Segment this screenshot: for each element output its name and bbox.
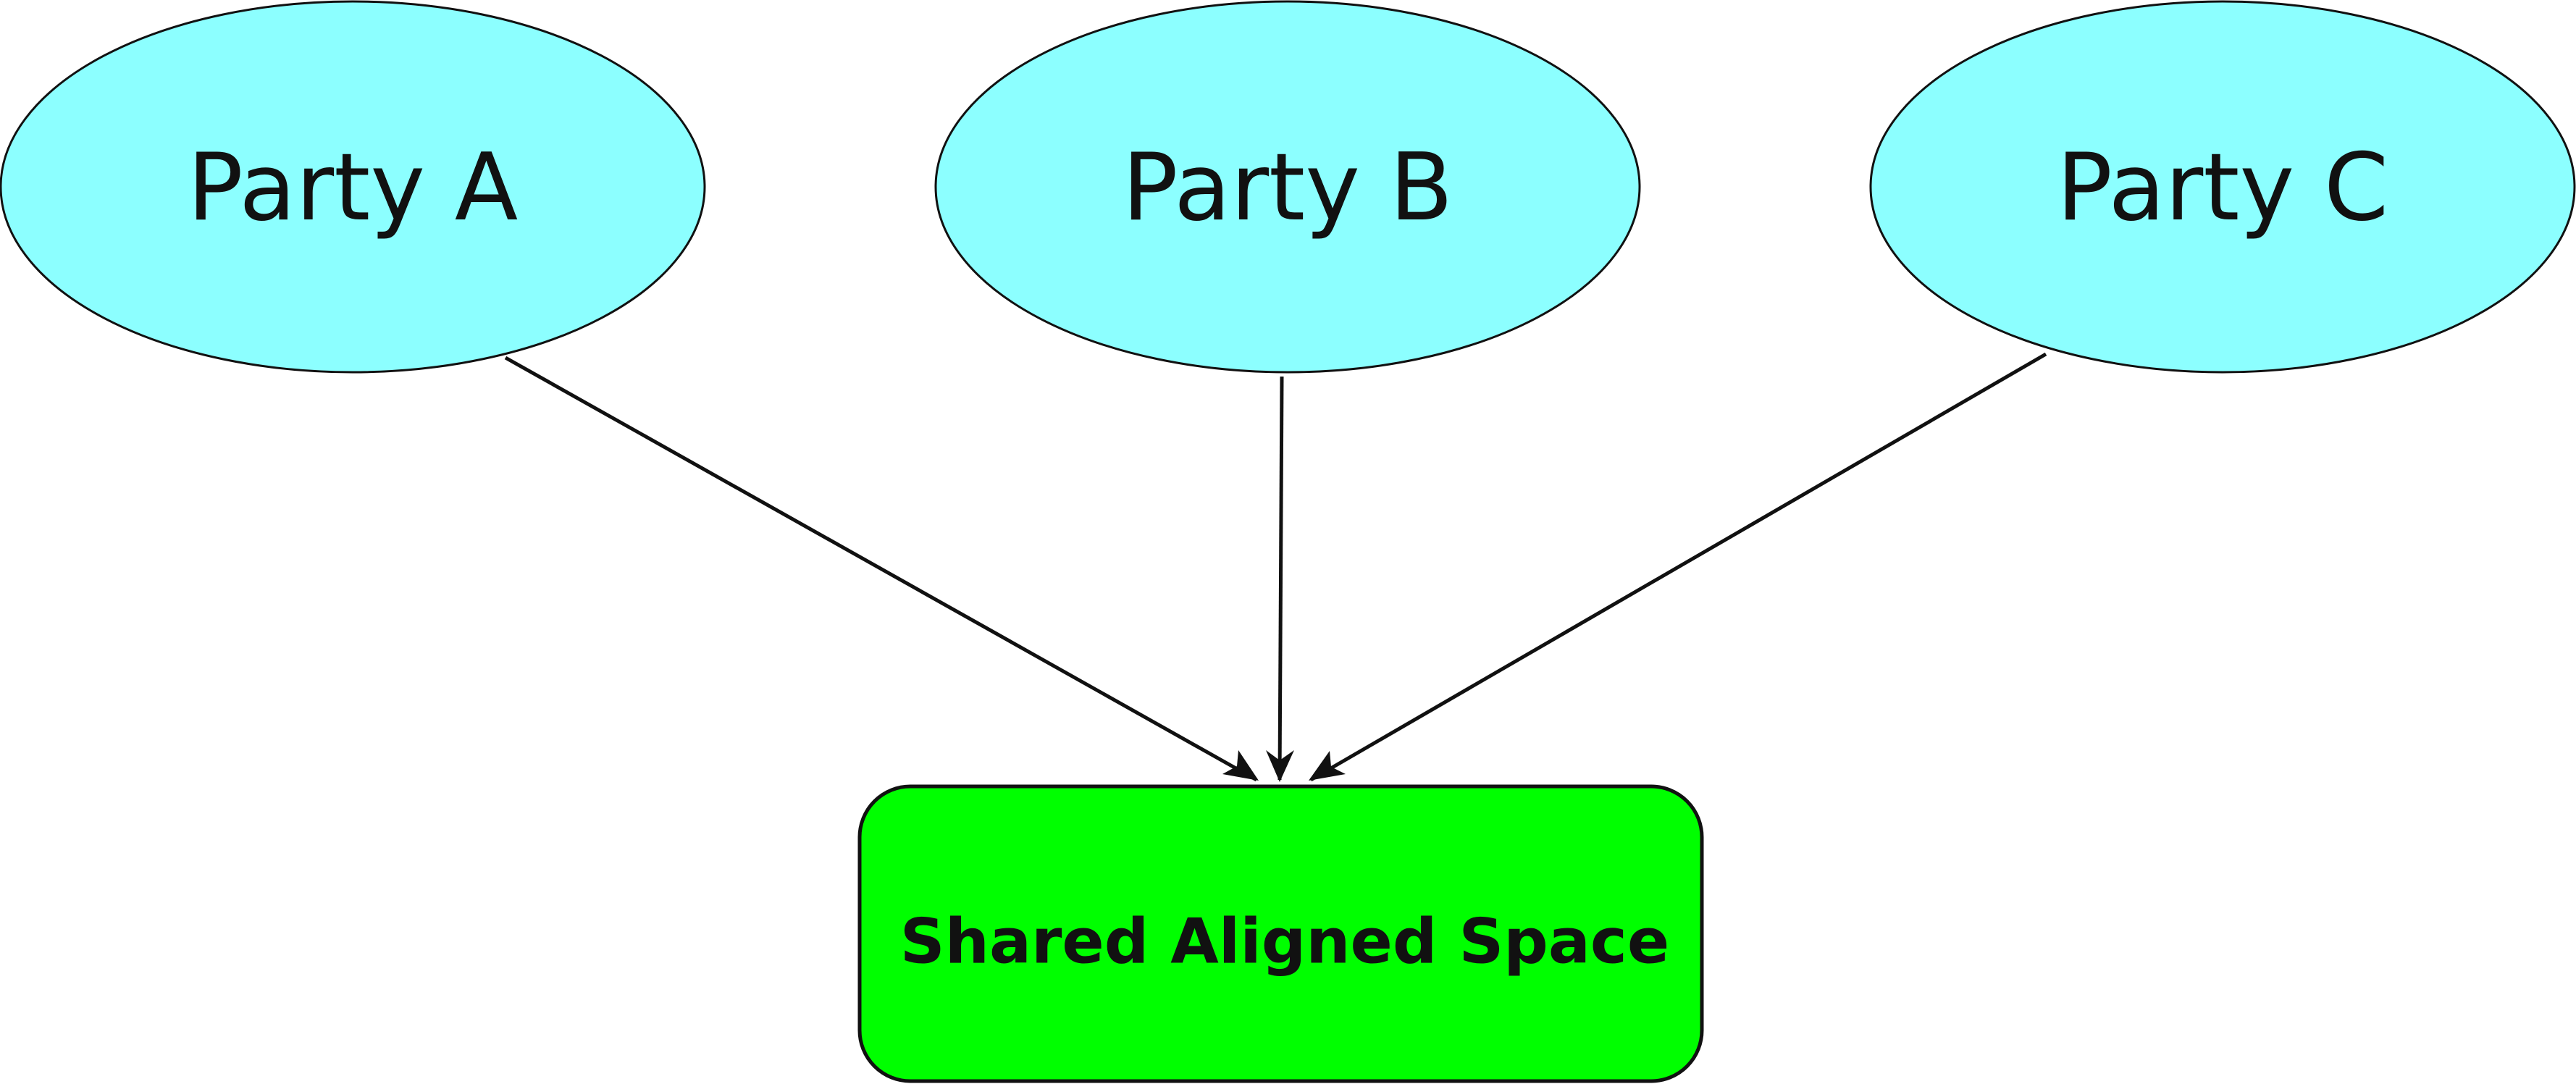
shared-aligned-space-label: Shared Aligned Space (900, 905, 1669, 978)
party-c-label: Party C (2057, 134, 2389, 242)
arrowhead-party-a (1222, 750, 1259, 781)
party-c-ellipse (1869, 0, 2576, 374)
shared-aligned-space-box (857, 784, 1704, 1083)
node-party-c[interactable]: Party C (1869, 0, 2576, 374)
edges (504, 352, 2047, 782)
party-a-label: Party A (188, 134, 519, 242)
party-b-label: Party B (1123, 134, 1453, 242)
node-shared-aligned-space[interactable]: Shared Aligned Space (857, 784, 1704, 1083)
node-party-b[interactable]: Party B (934, 0, 1641, 374)
arrowhead-party-b (1266, 750, 1294, 782)
edge-party-c-to-shared (1309, 352, 2047, 782)
edge-party-a-to-shared (504, 356, 1258, 782)
party-a-ellipse (0, 0, 706, 374)
arrowhead-party-c (1309, 751, 1346, 781)
party-b-ellipse (934, 0, 1641, 374)
edge-party-b-to-shared (1277, 376, 1284, 781)
node-party-a[interactable]: Party A (0, 0, 706, 374)
